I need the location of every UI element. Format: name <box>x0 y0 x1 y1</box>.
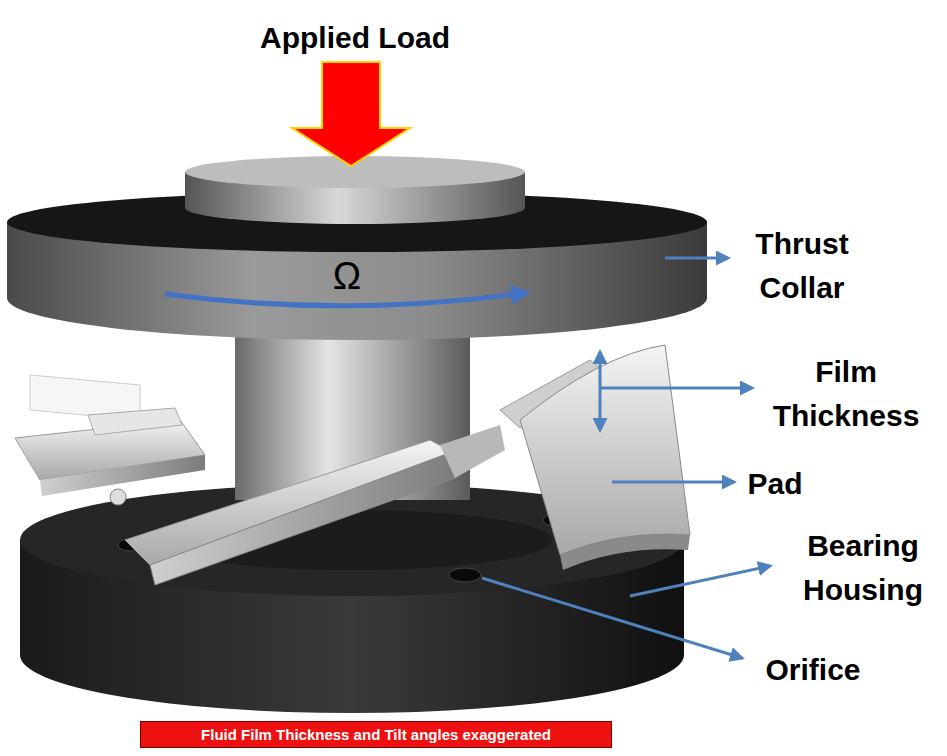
load-label: Applied Load <box>245 16 465 60</box>
part-label: Orifice <box>748 648 878 692</box>
note-banner: Fluid Film Thickness and Tilt angles exa… <box>140 721 612 748</box>
part-label: Pad <box>740 462 810 506</box>
note-text: Fluid Film Thickness and Tilt angles exa… <box>201 726 551 743</box>
part-label: Film Thickness <box>760 350 932 438</box>
part-label: Thrust Collar <box>736 222 868 310</box>
rotation-symbol: Ω <box>327 256 367 296</box>
part-label: Bearing Housing <box>788 524 938 612</box>
